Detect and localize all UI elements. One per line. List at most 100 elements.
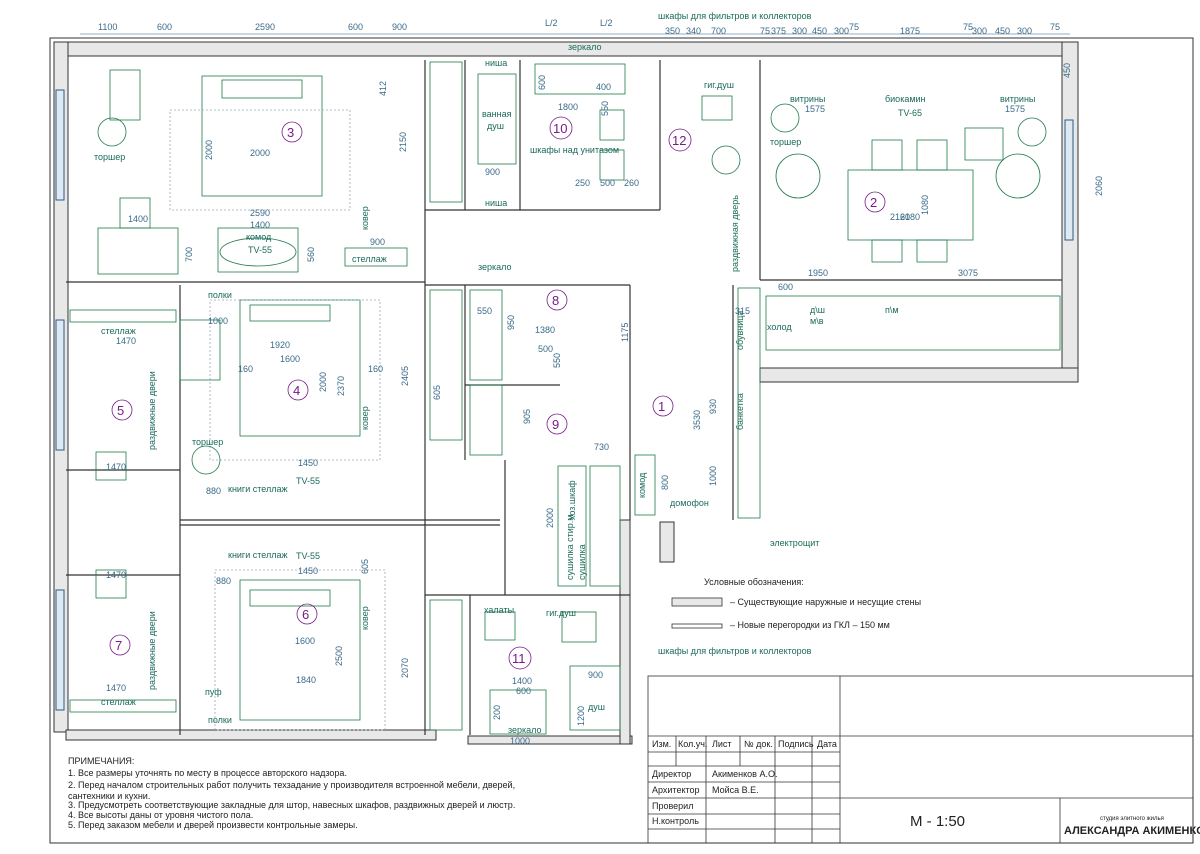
dim-1000-r4: 1000 bbox=[208, 316, 228, 326]
room-3: 3 bbox=[287, 125, 294, 140]
tb-scale: М - 1:50 bbox=[910, 813, 965, 830]
washer2-label: сушилка bbox=[577, 544, 587, 580]
note-line-3: сантехники и кухни. bbox=[68, 791, 150, 801]
tv55-b-label: TV-55 bbox=[296, 551, 320, 561]
notes: ПРИМЕЧАНИЯ: 1. Все размеры уточнять по м… bbox=[68, 756, 515, 830]
dim-550-r8: 550 bbox=[477, 306, 492, 316]
tv55-r3-label: TV-55 bbox=[248, 245, 272, 255]
dim-75d: 75 bbox=[1050, 22, 1060, 32]
dim-160a: 160 bbox=[238, 364, 253, 374]
books-a-label: книги стеллаж bbox=[228, 484, 288, 494]
plan-labels: шкафы для фильтров и коллекторов зеркало… bbox=[94, 11, 1035, 735]
carpet3-label: ковер bbox=[360, 206, 370, 230]
shelf5-label: стеллаж bbox=[101, 326, 136, 336]
sliding-doors-5-label: раздвижные двери bbox=[147, 371, 157, 450]
furniture bbox=[69, 61, 1061, 735]
dim-2150: 2150 bbox=[398, 132, 408, 152]
dim-l2b: L/2 bbox=[600, 18, 613, 28]
filter-cabinets-bottom-label: шкафы для фильтров и коллекторов bbox=[658, 646, 812, 656]
dim-1000-hall: 1000 bbox=[708, 466, 718, 486]
pm-label: п\м bbox=[885, 305, 899, 315]
title-block-text: Изм. Кол.уч. Лист № док. Подпись Дата Ди… bbox=[652, 739, 1200, 837]
dim-1000-r11: 1000 bbox=[510, 736, 530, 746]
dim-160b: 160 bbox=[368, 364, 383, 374]
dim-r3-412: 412 bbox=[378, 81, 388, 96]
dim-550-r8b: 550 bbox=[552, 353, 562, 368]
niche2-label: ниша bbox=[485, 198, 507, 208]
pouf-label: пуф bbox=[205, 687, 222, 697]
shelf-label: стеллаж bbox=[352, 254, 387, 264]
dim-300b: 300 bbox=[834, 26, 849, 36]
dim-600: 600 bbox=[157, 22, 172, 32]
intercom-label: домофон bbox=[670, 498, 709, 508]
tb-role-control: Н.контроль bbox=[652, 816, 699, 826]
dim-2180: 2180 bbox=[900, 212, 920, 222]
note-line-2: 2. Перед началом строительных работ полу… bbox=[68, 780, 515, 790]
room-10: 10 bbox=[553, 121, 567, 136]
dw-label: д\ш bbox=[810, 305, 825, 315]
mv-label: м\в bbox=[810, 316, 824, 326]
tb-col-kolych: Кол.уч. bbox=[678, 739, 708, 749]
dim-1920: 1920 bbox=[270, 340, 290, 350]
dim-r3-1400b: 1400 bbox=[250, 220, 270, 230]
washer-label: сушилка стир.м bbox=[565, 515, 575, 580]
room-6: 6 bbox=[302, 607, 309, 622]
dim-1840: 1840 bbox=[296, 675, 316, 685]
dim-3075: 3075 bbox=[958, 268, 978, 278]
tb-col-list: Лист bbox=[712, 739, 732, 749]
tv65-label: TV-65 bbox=[898, 108, 922, 118]
legend: Условные обозначения: – Существующие нар… bbox=[671, 577, 921, 630]
shower-label: душ bbox=[487, 121, 504, 131]
dim-1470a: 1470 bbox=[116, 336, 136, 346]
tv55-a-label: TV-55 bbox=[296, 476, 320, 486]
dim-2060: 2060 bbox=[1094, 176, 1104, 196]
dim-1575a: 1575 bbox=[805, 104, 825, 114]
dim-75a: 75 bbox=[760, 26, 770, 36]
windows bbox=[55, 89, 1074, 711]
shelf7-label: стеллаж bbox=[101, 697, 136, 707]
hyg-shower2-label: гиг.душ bbox=[546, 608, 576, 618]
dim-905: 905 bbox=[522, 409, 532, 424]
tb-name-architect: Мойса В.Е. bbox=[712, 785, 759, 795]
dim-605: 605 bbox=[360, 559, 370, 574]
dim-2000-hall: 2000 bbox=[545, 508, 555, 528]
sliding-door-label: раздвижная дверь bbox=[730, 195, 740, 272]
niche-label: ниша bbox=[485, 58, 507, 68]
dim-bed3-w: 2000 bbox=[250, 148, 270, 158]
tb-col-ndok: № док. bbox=[744, 739, 773, 749]
dim-450a: 450 bbox=[812, 26, 827, 36]
dim-1600-r4: 1600 bbox=[280, 354, 300, 364]
mirror-top-label: зеркало bbox=[568, 42, 602, 52]
dim-1380: 1380 bbox=[535, 325, 555, 335]
dim-1080: 1080 bbox=[920, 195, 930, 215]
dim-2160: 2160 bbox=[890, 212, 910, 222]
dim-605b: 605 bbox=[432, 385, 442, 400]
room-4: 4 bbox=[293, 383, 300, 398]
note-line-6: 5. Перед заказом мебели и дверей произве… bbox=[68, 820, 358, 830]
tb-studio-name: АЛЕКСАНДРА АКИМЕНКОВА bbox=[1064, 825, 1200, 837]
dim-1450b: 1450 bbox=[298, 566, 318, 576]
dim-2000-r4: 2000 bbox=[318, 372, 328, 392]
dim-r3-2590: 2590 bbox=[250, 208, 270, 218]
note-line-1: 1. Все размеры уточнять по месту в проце… bbox=[68, 768, 347, 778]
dim-600-bath: 600 bbox=[537, 75, 547, 90]
dim-300c: 300 bbox=[972, 26, 987, 36]
dim-700: 700 bbox=[711, 26, 726, 36]
chest-label: комод bbox=[246, 232, 272, 242]
vitrines-right-label: витрины bbox=[1000, 94, 1035, 104]
room-5: 5 bbox=[117, 403, 124, 418]
shelves6-label: полки bbox=[208, 715, 232, 725]
vitrines-left-label: витрины bbox=[790, 94, 825, 104]
dim-1470c: 1470 bbox=[106, 570, 126, 580]
dim-1470d: 1470 bbox=[106, 683, 126, 693]
dim-bed3-h: 2000 bbox=[204, 140, 214, 160]
room-numbers: 3 2 4 5 6 7 8 9 10 11 12 1 bbox=[109, 116, 886, 670]
dim-1950: 1950 bbox=[808, 268, 828, 278]
room-11: 11 bbox=[512, 651, 526, 666]
legend-item-1: – Существующие наружные и несущие стены bbox=[730, 597, 921, 607]
dim-730: 730 bbox=[594, 442, 609, 452]
dim-300d: 300 bbox=[1017, 26, 1032, 36]
room-12: 12 bbox=[672, 133, 686, 148]
chest-hall-label: комод bbox=[637, 472, 647, 498]
